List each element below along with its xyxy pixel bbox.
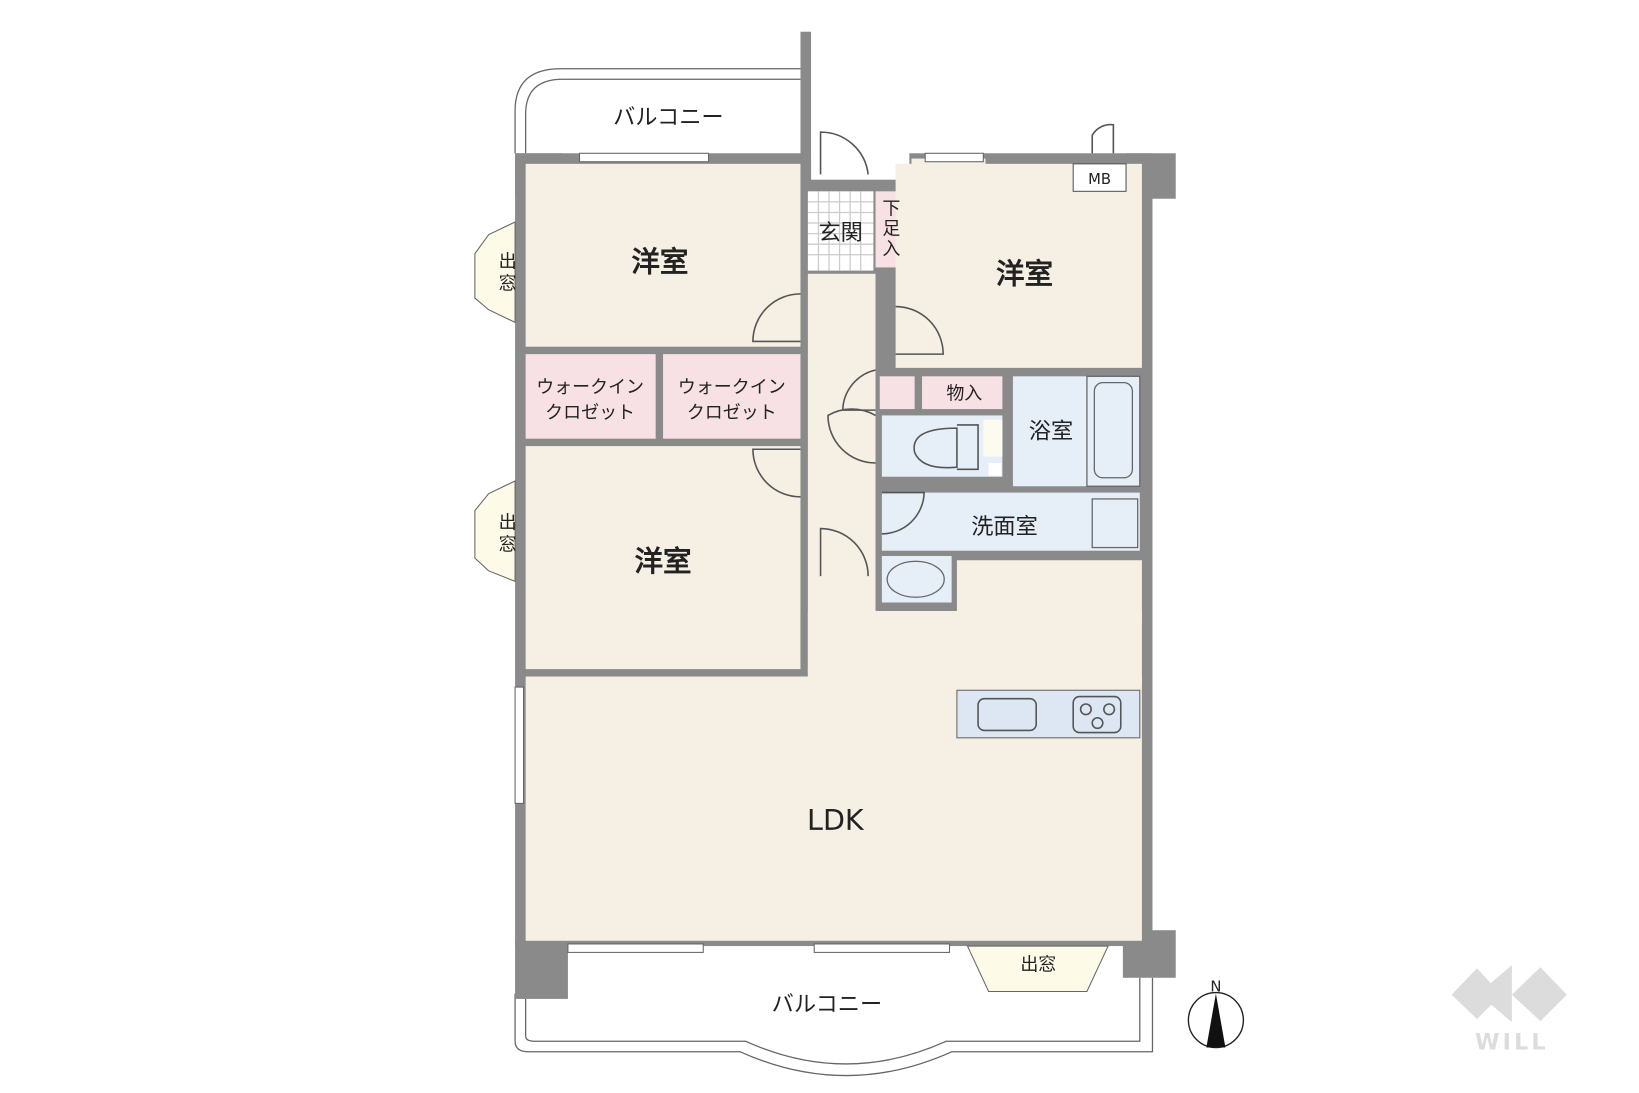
toilet-door[interactable] — [827, 408, 876, 464]
north-arrow-icon: N — [1187, 979, 1245, 1049]
bay-window-1-label-1: 出 — [499, 251, 517, 272]
bedroom-nw-label: 洋室 — [631, 246, 688, 279]
bedroom-w-door[interactable] — [752, 448, 801, 498]
bedroom-ne-door[interactable] — [895, 305, 944, 355]
wic-2-label-line2: クロゼット — [687, 403, 777, 424]
shoe-storage-label-3: 入 — [882, 239, 900, 260]
wic-2-label-line1: ウォークイン — [678, 377, 786, 398]
bay-window-3 — [966, 945, 1109, 993]
bay-window-2-label-2: 窓 — [499, 535, 517, 556]
toilet-icon — [913, 424, 979, 471]
kitchen-sink-icon — [977, 697, 1037, 732]
mb-label: MB — [1088, 171, 1111, 188]
balcony-top-label: バルコニー — [613, 105, 724, 131]
bay-window-1-label-2: 窓 — [499, 274, 517, 295]
washroom-label: 洗面室 — [971, 514, 1038, 540]
walk-in-closet-2 — [663, 354, 801, 439]
wash-basin-icon — [886, 560, 945, 598]
entrance-door[interactable] — [819, 131, 869, 175]
balcony-bottom-outline — [514, 977, 1154, 1077]
hall-door[interactable] — [819, 527, 869, 577]
storage — [922, 376, 1003, 410]
compass-label: N — [1210, 979, 1221, 996]
storage-label: 物入 — [946, 384, 982, 405]
stove-icon — [1072, 695, 1122, 734]
logo-text: WILL — [1475, 1030, 1549, 1056]
wic-1-label-line1: ウォークイン — [536, 377, 644, 398]
bedroom-nw — [525, 163, 801, 347]
wash-basin-area — [881, 556, 952, 603]
wic-1-label-line2: クロゼット — [545, 403, 635, 424]
bedroom-w — [525, 446, 801, 670]
mb-door[interactable] — [1091, 123, 1115, 154]
toilet — [881, 415, 1003, 477]
balcony-bottom-label: バルコニー — [772, 992, 883, 1018]
bay-window-3-label: 出窓 — [1020, 954, 1056, 975]
bedroom-ne-label: 洋室 — [996, 257, 1053, 290]
bedroom-nw-door[interactable] — [752, 293, 801, 343]
ldk-label: LDK — [807, 804, 865, 837]
shoe-storage-label-2: 足 — [882, 219, 900, 240]
bedroom-w-label: 洋室 — [635, 545, 692, 578]
bathroom — [1012, 376, 1140, 487]
shoe-storage-label-1: 下 — [882, 199, 900, 220]
will-logo-icon: WILL — [1451, 965, 1567, 1056]
washroom-door[interactable] — [881, 491, 925, 535]
bay-window-1 — [474, 221, 516, 324]
bay-window-2 — [474, 480, 516, 583]
washing-machine-space — [1091, 498, 1139, 549]
bathtub — [1093, 382, 1134, 479]
mb-box — [1072, 163, 1127, 192]
washroom — [881, 492, 1140, 551]
walk-in-closet-1 — [525, 354, 656, 439]
entrance-label: 玄関 — [818, 220, 862, 246]
balcony-top-outline — [514, 68, 801, 154]
bedroom-ne — [895, 163, 1142, 368]
bathroom-label: 浴室 — [1029, 419, 1073, 445]
bay-window-2-label-1: 出 — [499, 513, 517, 534]
storage-door[interactable] — [841, 369, 876, 411]
